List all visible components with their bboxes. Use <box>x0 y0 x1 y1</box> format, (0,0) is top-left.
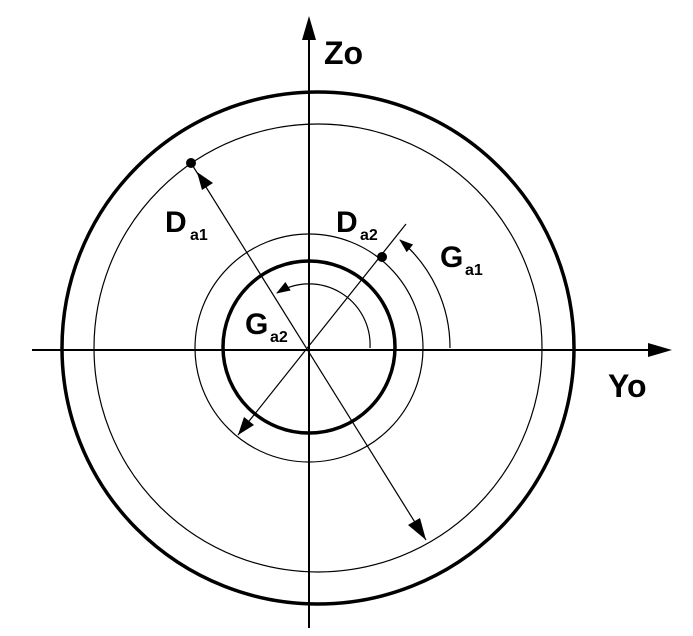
da2-point <box>377 252 387 262</box>
da1-point <box>186 158 196 168</box>
ga2-label-subscript: a2 <box>270 329 288 346</box>
ga1-label: G <box>440 241 463 274</box>
hub-circle <box>221 259 397 435</box>
z-axis-label: Zo <box>324 35 363 71</box>
ga1-angle-arc <box>399 239 451 349</box>
y-axis-label: Yo <box>608 368 647 404</box>
da2-label-subscript: a2 <box>360 227 378 244</box>
da1-label: D <box>165 206 187 239</box>
da1-arrowhead-top <box>197 172 213 190</box>
da1-label-subscript: a1 <box>190 227 208 244</box>
da1-diameter-line <box>190 162 427 541</box>
da1-arrowhead-bottom <box>408 518 426 540</box>
ga2-label: G <box>245 308 268 341</box>
ga1-label-subscript: a1 <box>465 262 483 279</box>
z-axis-arrowhead <box>302 16 316 40</box>
da1-circle <box>93 123 543 573</box>
da2-arrowhead-bottom <box>238 417 254 435</box>
da2-label: D <box>336 206 358 239</box>
inner-thin-circle <box>194 233 424 463</box>
ga2-angle-arc <box>276 281 371 349</box>
outer-circle <box>60 90 576 606</box>
y-axis-arrowhead <box>648 343 672 357</box>
